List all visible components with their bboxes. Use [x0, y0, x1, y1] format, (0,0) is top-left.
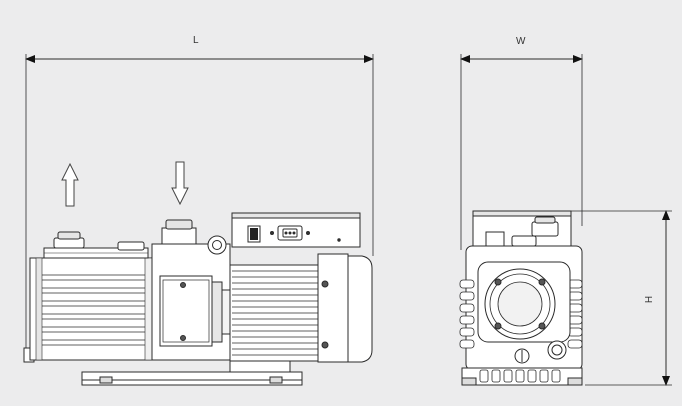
length-dimension [25, 54, 374, 352]
height-dimension [560, 210, 672, 386]
pump-front-view [459, 210, 583, 386]
inlet-arrow-down [171, 161, 189, 206]
width-dimension [460, 54, 583, 250]
pump-side-view [23, 212, 373, 386]
outlet-arrow-up [61, 162, 79, 207]
length-label: L [193, 35, 199, 46]
width-label: W [516, 36, 526, 47]
